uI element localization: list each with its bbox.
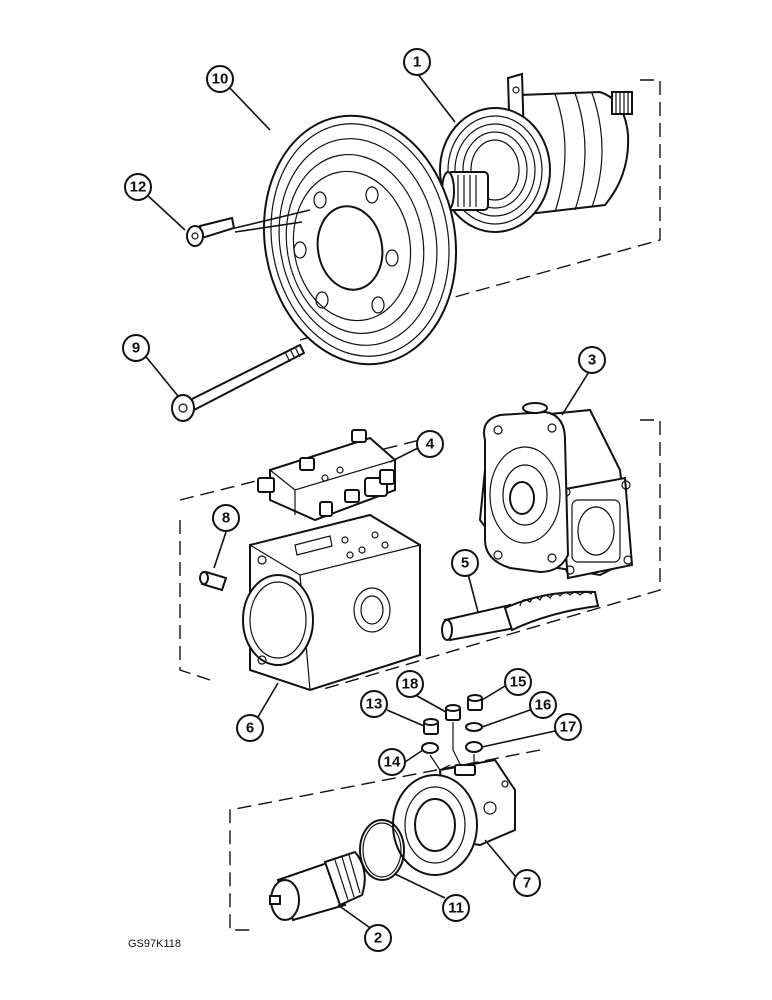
callout-18[interactable]: 18 <box>396 670 424 698</box>
callout-7[interactable]: 7 <box>513 869 541 897</box>
callout-14[interactable]: 14 <box>378 748 406 776</box>
callout-5[interactable]: 5 <box>451 549 479 577</box>
part-4-control-valve <box>257 429 396 522</box>
parts-13-18-small-fittings <box>421 694 483 771</box>
callout-12[interactable]: 12 <box>124 173 152 201</box>
callout-16-label: 16 <box>535 697 552 714</box>
part-5-shaft <box>441 590 600 642</box>
callout-6[interactable]: 6 <box>236 714 264 742</box>
callout-3-label: 3 <box>588 352 596 369</box>
part-12-cap-screw <box>186 209 311 247</box>
part-2-cartridge <box>269 850 366 922</box>
part-1-hydraulic-motor <box>439 72 633 233</box>
callout-11-label: 11 <box>448 900 464 917</box>
callout-17-label: 17 <box>560 719 577 736</box>
figure-code: GS97K118 <box>128 938 181 950</box>
part-8-set-screw <box>199 570 228 592</box>
callout-16[interactable]: 16 <box>529 691 557 719</box>
part-10-drive-plate <box>262 114 458 366</box>
callout-15[interactable]: 15 <box>504 668 532 696</box>
part-6-pump-body <box>242 513 421 692</box>
callout-12-label: 12 <box>130 179 147 196</box>
assembly-boundary-lines <box>179 79 661 931</box>
callout-6-label: 6 <box>246 720 254 737</box>
part-11-o-ring <box>359 819 405 881</box>
callout-10-label: 10 <box>212 71 229 88</box>
callout-9-label: 9 <box>132 340 140 357</box>
callout-17[interactable]: 17 <box>554 713 582 741</box>
callout-2[interactable]: 2 <box>364 924 392 952</box>
callout-4-label: 4 <box>426 436 435 453</box>
callout-18-label: 18 <box>402 676 419 693</box>
callout-4[interactable]: 4 <box>416 430 444 458</box>
callout-8-label: 8 <box>222 510 230 527</box>
part-9-long-bolt <box>171 343 306 422</box>
callout-3[interactable]: 3 <box>578 346 606 374</box>
callout-10[interactable]: 10 <box>206 65 234 93</box>
callout-13-label: 13 <box>366 696 383 713</box>
callout-11[interactable]: 11 <box>442 894 470 922</box>
callout-1[interactable]: 1 <box>403 48 431 76</box>
callout-15-label: 15 <box>510 674 527 691</box>
callout-1-label: 1 <box>413 54 421 71</box>
callout-2-label: 2 <box>374 930 382 947</box>
leader-lines <box>142 72 593 931</box>
callout-9[interactable]: 9 <box>122 334 150 362</box>
part-3-pump-housing <box>478 402 634 580</box>
callout-8[interactable]: 8 <box>212 504 240 532</box>
part-7-cylinder <box>392 758 516 876</box>
callout-5-label: 5 <box>461 555 469 572</box>
callout-13[interactable]: 13 <box>360 690 388 718</box>
callout-14-label: 14 <box>384 754 401 771</box>
callout-7-label: 7 <box>523 875 531 892</box>
